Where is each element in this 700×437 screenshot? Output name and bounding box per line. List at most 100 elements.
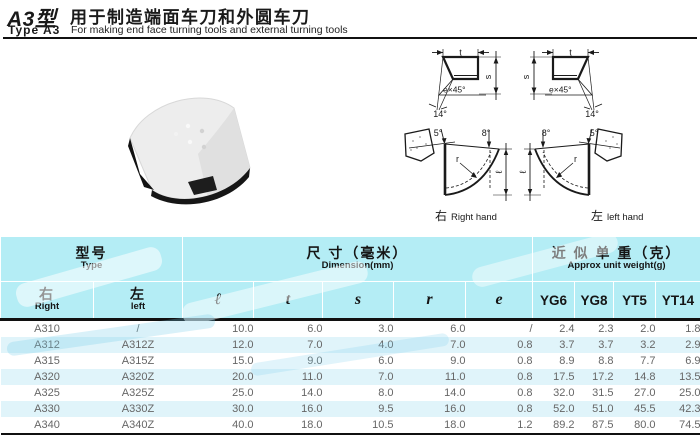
table-cell: 25.0 (679, 387, 700, 399)
table-cell: A310 (34, 323, 60, 335)
col-group-type: 型号 Type (0, 237, 183, 282)
table-cell: 1.2 (465, 417, 533, 435)
col-group-dimension: 尺 寸（毫米） Dimension(mm) (182, 237, 533, 282)
table-cell: 4.0 (378, 339, 394, 351)
table-cell: 13.5 (679, 371, 700, 383)
table-cell: 32.0 (553, 387, 575, 399)
table-cell: 9.5 (378, 403, 394, 415)
table-cell: 8.0 (378, 387, 394, 399)
table-cell: 1.8 (685, 323, 700, 335)
col-header-s: s (322, 281, 394, 321)
page-subtitle: For making end face turning tools and ex… (71, 24, 348, 36)
table-cell: A312 (34, 339, 60, 351)
table-cell: A330Z (121, 403, 155, 415)
table-cell: 87.5 (574, 417, 614, 435)
table-cell: 42.3 (679, 403, 700, 415)
table-cell: 31.5 (592, 387, 614, 399)
insert-photo (128, 97, 251, 205)
angle-5-label: 5° (434, 128, 443, 138)
col-group-dimension-zh: 尺 寸（毫米） (306, 245, 409, 262)
spec-table: 型号 Type 尺 寸（毫米） Dimension(mm) 近 似 单 重（克）… (0, 237, 700, 435)
header-divider (3, 37, 697, 39)
table-cell: A340Z (93, 417, 183, 435)
table-cell: 14.8 (634, 371, 656, 383)
table-cell: A330 (34, 403, 60, 415)
table-cell: 80.0 (613, 417, 656, 435)
col-header-t: t (253, 281, 323, 321)
table-cell: 3.2 (640, 339, 656, 351)
model-code-en: Type A3 (8, 23, 61, 37)
table-cell: 14.0 (301, 387, 323, 399)
table-cell: 10.5 (322, 417, 394, 435)
table-cell: A315 (34, 355, 60, 367)
table-cell: 0.8 (517, 339, 533, 351)
table-cell: 8.8 (598, 355, 614, 367)
table-cell: 2.4 (559, 323, 575, 335)
table-cell: A320 (34, 371, 60, 383)
table-cell: / (529, 323, 533, 335)
dim-s-label: s (483, 74, 493, 79)
table-cell: 0.8 (517, 355, 533, 367)
dim-l-label: ℓ (494, 169, 504, 173)
table-cell: 7.0 (307, 339, 323, 351)
table-cell: A325 (34, 387, 60, 399)
table-cell: 7.7 (640, 355, 656, 367)
chamfer-label: e×45° (549, 85, 572, 95)
col-header-e: e (465, 281, 533, 321)
col-header-yt5: YT5 (613, 281, 656, 321)
dim-r-label: r (456, 154, 459, 164)
table-cell: A320Z (121, 371, 155, 383)
col-header-l: ℓ (182, 281, 254, 321)
table-cell: 6.0 (450, 323, 466, 335)
angle-14-label: 14° (433, 109, 447, 119)
col-group-weight-en: Approx unit weight(g) (567, 260, 666, 272)
dim-r-label: r (574, 154, 577, 164)
col-group-dimension-en: Dimension(mm) (321, 260, 394, 272)
table-cell: 40.0 (182, 417, 254, 435)
dim-l-label: ℓ (518, 169, 528, 173)
col-group-weight-zh: 近 似 单 重（克） (551, 245, 682, 262)
table-cell: 3.0 (378, 323, 394, 335)
table-cell: 9.0 (307, 355, 323, 367)
table-cell: 20.0 (232, 371, 254, 383)
technical-drawing: t s e×45° 14° t s e×45° (404, 48, 643, 223)
table-cell: 17.2 (592, 371, 614, 383)
angle-5-label: 5° (590, 128, 599, 138)
table-cell: 3.7 (559, 339, 575, 351)
table-cell: 45.5 (634, 403, 656, 415)
table-cell: 0.8 (517, 387, 533, 399)
table-cell: 11.0 (444, 371, 466, 383)
col-group-weight: 近 似 单 重（克） Approx unit weight(g) (531, 237, 700, 282)
col-group-type-en: Type (80, 260, 103, 272)
table-cell: 14.0 (444, 387, 466, 399)
table-cell: A325Z (121, 387, 155, 399)
col-header-right: 右 Right (0, 281, 94, 321)
table-cell: 18.0 (253, 417, 323, 435)
table-cell: 0.8 (517, 371, 533, 383)
table-cell: 18.0 (393, 417, 466, 435)
table-cell: 74.5 (655, 417, 700, 435)
model-code: A3型 (7, 8, 57, 31)
angle-8-label: 8° (482, 128, 491, 138)
lh-chip-outline (594, 128, 623, 162)
angle-14-label: 14° (585, 109, 599, 119)
table-cell: 27.0 (634, 387, 656, 399)
table-cell: 2.0 (640, 323, 656, 335)
col-header-yt14: YT14 (654, 281, 700, 321)
table-cell: 52.0 (553, 403, 575, 415)
table-cell: 3.7 (598, 339, 614, 351)
col-header-r: r (393, 281, 466, 321)
table-cell: 6.9 (685, 355, 700, 367)
table-cell: 9.0 (450, 355, 466, 367)
table-cell: 2.3 (598, 323, 614, 335)
dim-s-label: s (521, 74, 531, 79)
table-cell: A315Z (121, 355, 155, 367)
dim-t-label: t (569, 48, 572, 58)
